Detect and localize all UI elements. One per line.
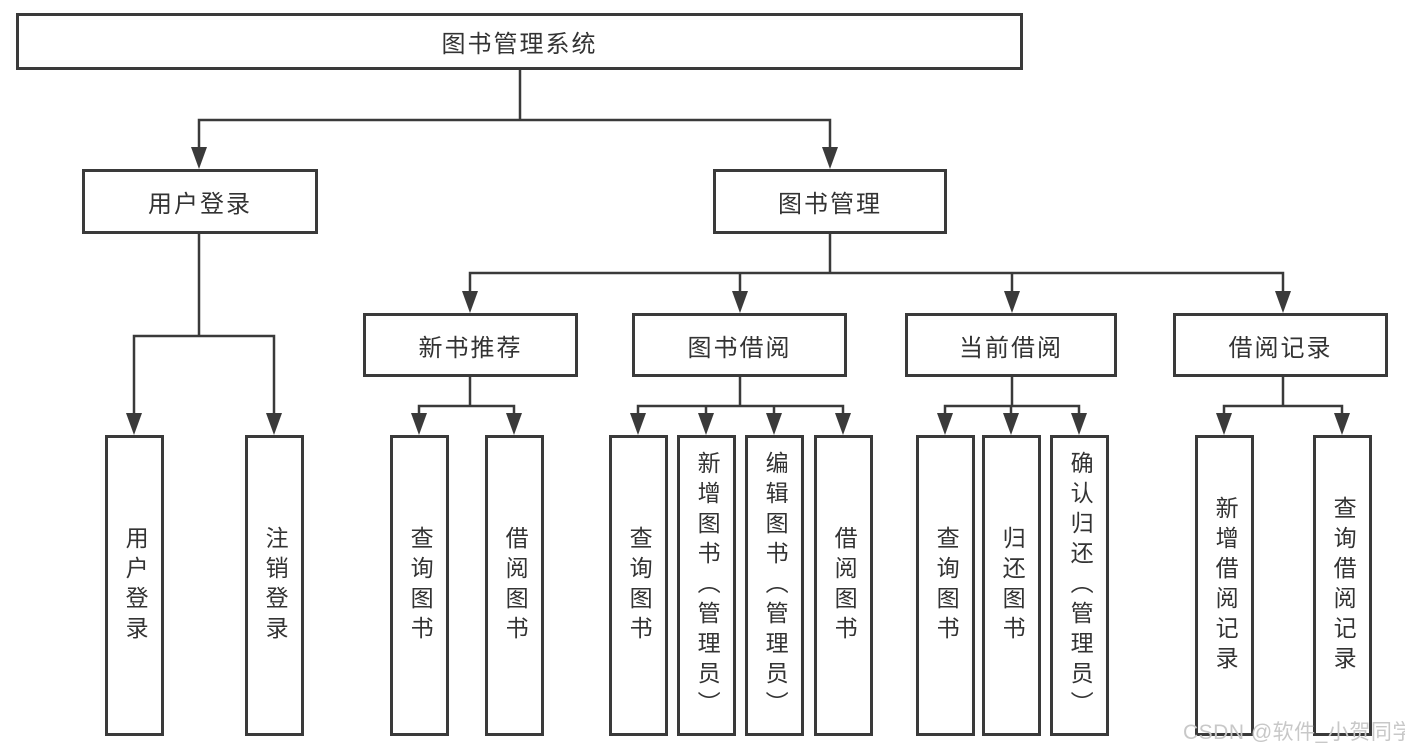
arrowhead: [191, 147, 207, 169]
leaf-label: 新增借阅记录: [1212, 495, 1239, 676]
leaf-label: 借阅图书: [831, 525, 858, 646]
node-label: 借阅记录: [1228, 334, 1333, 362]
leaf-cb-query-books: 查询图书: [916, 435, 975, 736]
node-label: 图书借阅: [687, 334, 792, 362]
arrowhead: [1275, 291, 1291, 313]
leaf-label: 新增图书（管理员）: [694, 450, 721, 721]
leaf-bb-borrow-books: 借阅图书: [814, 435, 873, 736]
arrowhead: [1003, 413, 1019, 435]
leaf-label: 确认归还（管理员）: [1067, 450, 1094, 721]
leaf-label: 用户登录: [122, 525, 149, 646]
connector: [1222, 404, 1344, 416]
node-label: 新书推荐: [418, 334, 523, 362]
connector: [636, 404, 845, 416]
node-book-borrowing: 图书借阅: [632, 313, 847, 377]
leaf-user-login: 用户登录: [105, 435, 164, 736]
leaf-br-add-borrow-record: 新增借阅记录: [1195, 435, 1254, 736]
leaf-label: 查询图书: [626, 525, 653, 646]
arrowhead: [1216, 413, 1232, 435]
arrowhead: [937, 413, 953, 435]
node-book-management: 图书管理: [713, 169, 947, 234]
node-label: 用户登录: [148, 191, 252, 218]
arrowhead: [1071, 413, 1087, 435]
leaf-logout-login: 注销登录: [245, 435, 304, 736]
arrowhead: [266, 413, 282, 435]
arrowhead: [630, 413, 646, 435]
node-borrowing-records: 借阅记录: [1173, 313, 1388, 377]
connector: [417, 404, 516, 416]
leaf-label: 查询图书: [407, 525, 434, 646]
arrowhead: [462, 291, 478, 313]
arrowhead: [698, 413, 714, 435]
arrowhead: [732, 291, 748, 313]
leaf-label: 查询借阅记录: [1330, 495, 1357, 676]
leaf-label: 归还图书: [999, 525, 1026, 646]
arrowhead: [506, 413, 522, 435]
leaf-label: 查询图书: [933, 525, 960, 646]
connector: [197, 118, 832, 150]
arrowhead: [822, 147, 838, 169]
leaf-nb-query-books: 查询图书: [390, 435, 449, 736]
leaf-cb-return-books: 归还图书: [982, 435, 1041, 736]
leaf-bb-query-books: 查询图书: [609, 435, 668, 736]
arrowhead: [126, 413, 142, 435]
leaf-br-query-borrow-record: 查询借阅记录: [1313, 435, 1372, 736]
connector: [132, 334, 276, 416]
leaf-label: 注销登录: [262, 525, 289, 646]
arrowhead: [1004, 291, 1020, 313]
node-label: 当前借阅: [959, 334, 1063, 362]
leaf-bb-add-books-admin: 新增图书（管理员）: [677, 435, 736, 736]
csdn-watermark: CSDN @软件_小贺同学: [1183, 721, 1405, 744]
leaf-cb-confirm-return-admin: 确认归还（管理员）: [1050, 435, 1109, 736]
leaf-label: 借阅图书: [502, 525, 529, 646]
arrowhead: [411, 413, 427, 435]
connector: [468, 271, 1285, 294]
leaf-bb-edit-books-admin: 编辑图书（管理员）: [745, 435, 804, 736]
node-label: 图书管理: [778, 191, 882, 218]
leaf-nb-borrow-books: 借阅图书: [485, 435, 544, 736]
node-label: 图书管理系统: [441, 31, 598, 58]
node-current-borrowing: 当前借阅: [905, 313, 1117, 377]
node-new-book-recommendation: 新书推荐: [363, 313, 578, 377]
arrowhead: [835, 413, 851, 435]
arrowhead: [766, 413, 782, 435]
node-user-login: 用户登录: [82, 169, 318, 234]
arrowhead: [1334, 413, 1350, 435]
leaf-label: 编辑图书（管理员）: [762, 450, 789, 721]
node-library-management-system: 图书管理系统: [16, 13, 1023, 70]
